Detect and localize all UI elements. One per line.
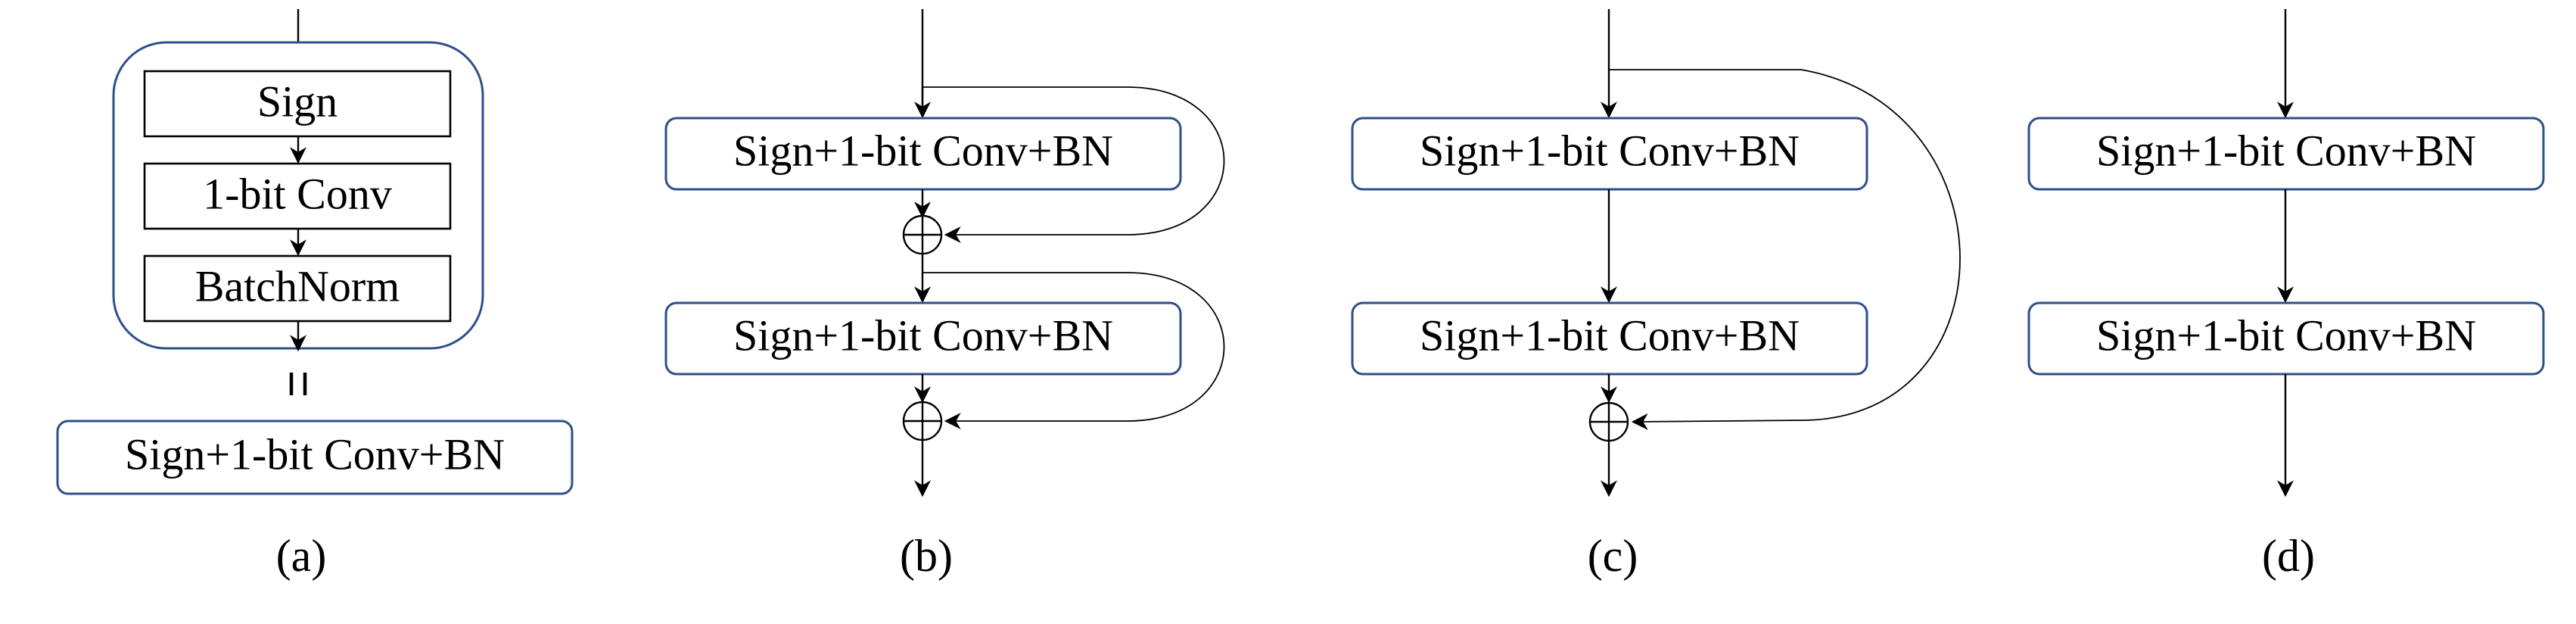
panel-a: Sign 1-bit Conv BatchNorm Sign+1-bit Con… — [56, 9, 574, 581]
panel-b-skip-2 — [922, 272, 1225, 429]
caption-d: (d) — [2262, 531, 2315, 581]
panel-c-block-2-label: Sign+1-bit Conv+BN — [1420, 310, 1800, 360]
panel-d-block-1-label: Sign+1-bit Conv+BN — [2096, 126, 2476, 175]
panel-b-skip-1 — [922, 86, 1225, 243]
caption-a: (a) — [276, 531, 327, 581]
combined-box — [56, 420, 574, 495]
conv-label: 1-bit Conv — [203, 169, 392, 218]
caption-c: (c) — [1588, 531, 1638, 581]
panel-c-block-1-label: Sign+1-bit Conv+BN — [1420, 126, 1800, 175]
equals-icon — [289, 373, 307, 395]
panel-d: Sign+1-bit Conv+BN Sign+1-bit Conv+BN (d… — [2027, 9, 2545, 581]
sign-label: Sign — [257, 76, 338, 126]
panel-c-skip — [1609, 69, 1961, 430]
combined-label: Sign+1-bit Conv+BN — [125, 429, 505, 479]
panel-d-block-2-label: Sign+1-bit Conv+BN — [2096, 310, 2476, 360]
batchnorm-box — [143, 254, 452, 323]
panel-b: Sign+1-bit Conv+BN Sign+1-bit Conv+BN (b… — [664, 9, 1225, 581]
panel-b-add-node-1-circle-plus-icon — [902, 214, 943, 255]
panel-c: Sign+1-bit Conv+BN Sign+1-bit Conv+BN (c… — [1351, 9, 1961, 581]
caption-b: (b) — [900, 531, 953, 581]
panel-c-add-node-circle-plus-icon — [1588, 401, 1629, 442]
panel-b-add-node-2-circle-plus-icon — [902, 401, 943, 441]
sign-box — [143, 70, 452, 138]
panel-b-block-2-label: Sign+1-bit Conv+BN — [733, 310, 1113, 360]
panel-b-block-1-label: Sign+1-bit Conv+BN — [733, 126, 1113, 175]
batchnorm-label: BatchNorm — [195, 261, 400, 310]
